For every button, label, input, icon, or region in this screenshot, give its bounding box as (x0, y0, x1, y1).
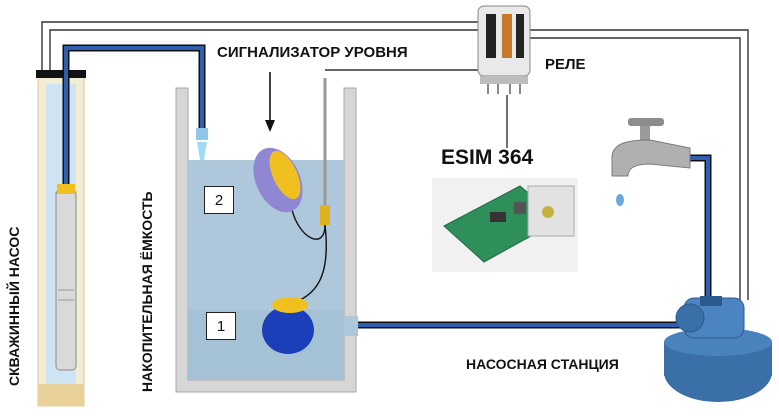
lower-float (262, 297, 314, 354)
supply-pipe (62, 44, 208, 184)
float-rod-weight (320, 205, 330, 225)
tank-label: НАКОПИТЕЛЬНАЯ ЁМКОСТЬ (139, 191, 155, 392)
level-sensor-label: СИГНАЛИЗАТОР УРОВНЯ (217, 44, 408, 61)
well-pump-label: СКВАЖИННЫЙ НАСОС (6, 226, 22, 386)
faucet-pipe (690, 154, 712, 300)
outlet-pipe (344, 316, 692, 336)
well-pump-unit (55, 184, 77, 371)
signal-wires (41, 21, 749, 300)
pump-station-unit (664, 296, 772, 402)
float-number-1: 1 (206, 312, 236, 340)
float-cable-lower (299, 224, 327, 301)
pump-station-label: НАСОСНАЯ СТАНЦИЯ (466, 356, 619, 372)
relay-icon (477, 5, 531, 94)
faucet-icon (611, 118, 691, 206)
level-sensor-arrow (265, 72, 275, 132)
upper-float (253, 147, 303, 213)
controller-board-icon (432, 178, 578, 272)
controller-label: ESIM 364 (441, 146, 534, 169)
relay-label: РЕЛЕ (545, 56, 586, 73)
float-cable-upper (291, 209, 326, 240)
float-number-2: 2 (204, 186, 234, 214)
